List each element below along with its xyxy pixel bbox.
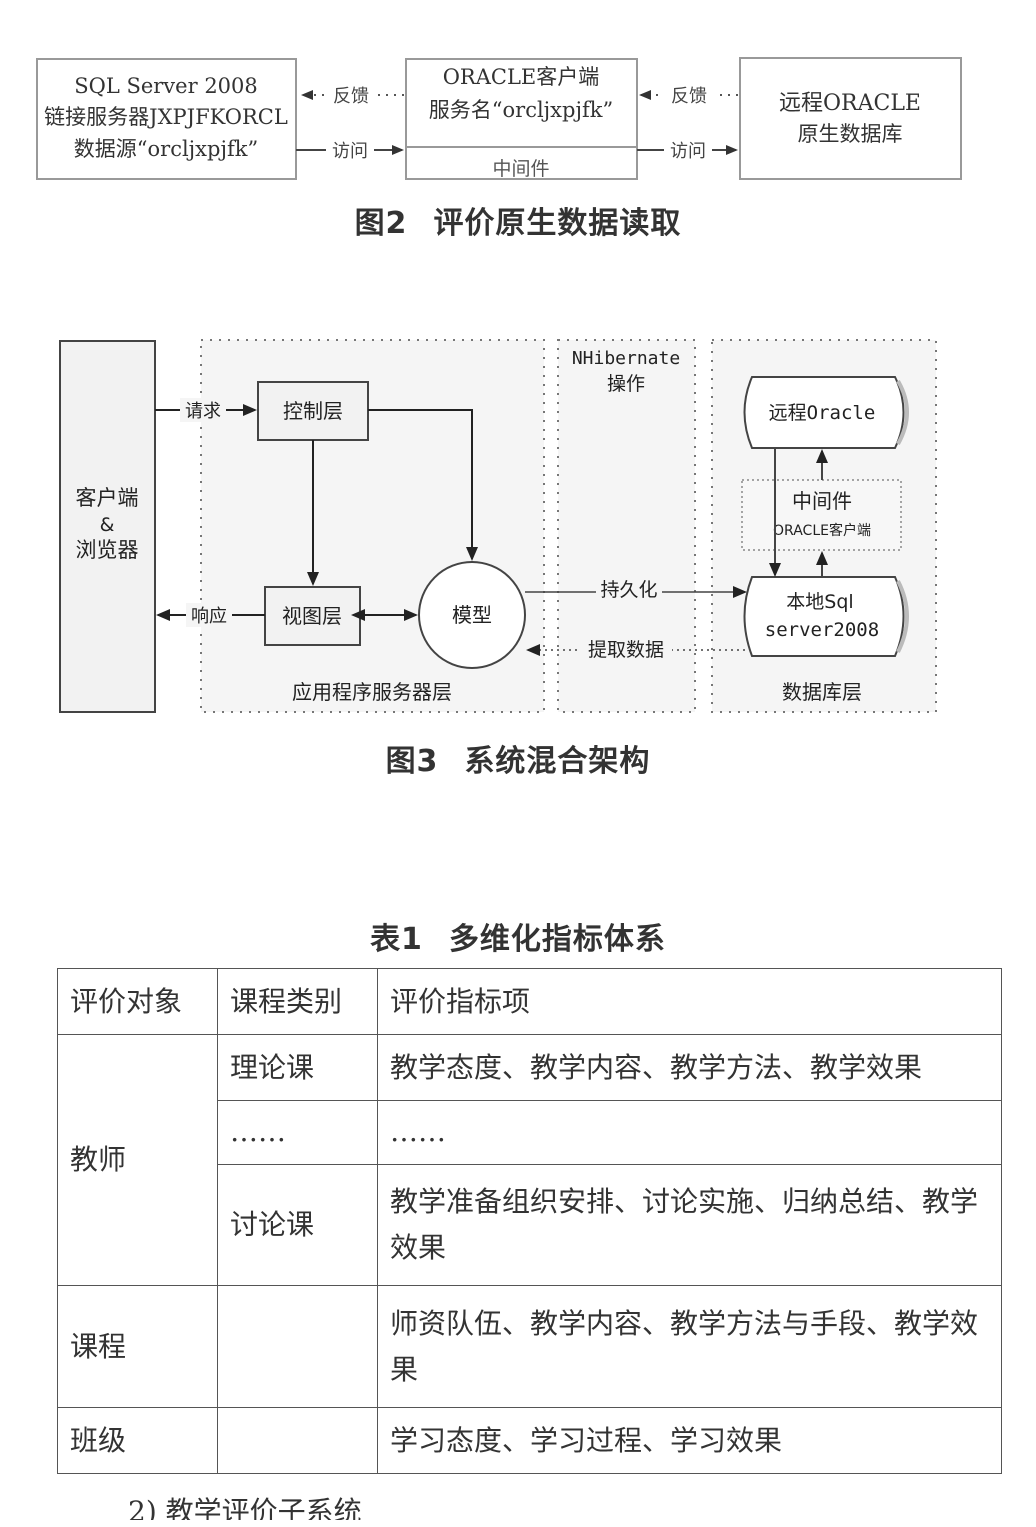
cell-teacher: 教师 [57,1034,218,1286]
access-label-2: 访问 [670,141,706,162]
table-row: 教师 理论课 教学态度、教学内容、教学方法、教学效果 [57,1034,1002,1286]
figure-3-caption-number: 图3 [385,744,439,779]
client-line2: & [100,514,115,536]
local-sql-line2: server2008 [765,619,879,641]
cell-items: 学习态度、学习过程、学习效果 [377,1407,1002,1474]
middleware-line1: 中间件 [792,489,852,513]
figure-2-caption-number: 图2 [354,206,408,241]
table-header-row: 评价对象 课程类别 评价指标项 [57,968,1002,1035]
cell-category [217,1407,378,1474]
remote-oracle-line2: 原生数据库 [798,122,903,146]
header-eval-object: 评价对象 [57,968,218,1035]
sql-server-box [36,58,297,180]
cell-items: 教学态度、教学内容、教学方法、教学效果 [377,1034,1002,1101]
local-sql-line1: 本地Sql [786,591,853,613]
cell-items: 教学准备组织安排、讨论实施、归纳总结、教学效果 [377,1164,1002,1286]
cell-items: 师资队伍、教学内容、教学方法与手段、教学效果 [377,1285,1002,1408]
figure-2-caption: 图2 评价原生数据读取 [0,198,1036,242]
figure-3-caption-text: 系统混合架构 [464,744,651,779]
controller-label: 控制层 [283,399,343,423]
figure-2-diagram: SQL Server 2008 链接服务器JXPJFKORCL 数据源“orcl… [36,57,962,180]
cell-category: 理论课 [217,1034,378,1101]
oracle-client-footer: 中间件 [492,158,549,180]
indicator-table: 评价对象 课程类别 评价指标项 教师 理论课 教学态度、教学内容、教学方法、教学… [57,968,1002,1474]
oracle-client-line1: ORACLE客户端 [443,65,600,89]
oracle-client-box [405,58,638,180]
client-browser-box [59,340,156,713]
table-row: …… …… [58,1100,1002,1165]
client-line3: 浏览器 [76,538,139,562]
cell-category: 讨论课 [217,1164,378,1286]
cell-category [217,1285,378,1408]
cutoff-section-heading: 2) 教学评价子系统 [128,1495,362,1520]
controller-to-model-arrow [368,409,478,561]
fetch-label: 提取数据 [588,639,664,661]
table-row: 班级 学习态度、学习过程、学习效果 [57,1407,1002,1474]
app-server-layer-label: 应用程序服务器层 [292,680,452,704]
middleware-line2: ORACLE客户端 [773,522,871,539]
nhibernate-label-line1: NHibernate [572,348,680,369]
header-eval-items: 评价指标项 [377,968,1002,1035]
access-label-1: 访问 [332,141,368,162]
sql-server-line2: 链接服务器JXPJFKORCL [44,105,288,129]
table-1-caption: 表1 多维化指标体系 [0,914,1036,958]
table-1-caption-text: 多维化指标体系 [448,922,666,957]
middleware-box [741,479,902,551]
cell-course: 课程 [57,1285,218,1408]
local-sql-storage [743,576,905,657]
cell-category: …… [217,1100,378,1165]
client-line1: 客户端 [76,486,139,510]
controller-box [257,381,369,441]
remote-oracle-box [739,57,962,180]
model-circle [418,561,526,669]
remote-oracle-storage [743,376,905,449]
sql-server-line3: 数据源“orcljxpjfk” [74,137,258,161]
cell-class: 班级 [57,1407,218,1474]
feedback-label-2: 反馈 [671,86,707,107]
remote-oracle-label: 远程Oracle [769,402,876,424]
figure-3-caption: 图3 系统混合架构 [0,736,1036,780]
model-label: 模型 [452,603,492,627]
sql-server-line1: SQL Server 2008 [74,74,258,98]
table-1-caption-number: 表1 [370,922,423,957]
header-course-category: 课程类别 [217,968,378,1035]
table-row: 课程 师资队伍、教学内容、教学方法与手段、教学效果 [57,1285,1002,1408]
db-layer-label: 数据库层 [782,680,862,704]
figure-3-diagram: 客户端 & 浏览器 控制层 视图层 模型 请求 响应 持久化 提取数据 应用程序… [59,339,937,713]
figure-2-caption-text: 评价原生数据读取 [433,206,682,241]
nhibernate-label-line2: 操作 [607,373,645,395]
cell-items: …… [377,1100,1002,1165]
view-label: 视图层 [282,604,342,628]
remote-oracle-line1: 远程ORACLE [779,91,921,116]
table-row: 讨论课 教学准备组织安排、讨论实施、归纳总结、教学效果 [58,1164,1002,1286]
feedback-label-1: 反馈 [333,86,369,107]
oracle-client-line2: 服务名“orcljxpjfk” [429,98,613,122]
persist-label: 持久化 [600,579,657,601]
response-label: 响应 [191,606,227,627]
request-label: 请求 [185,401,221,422]
